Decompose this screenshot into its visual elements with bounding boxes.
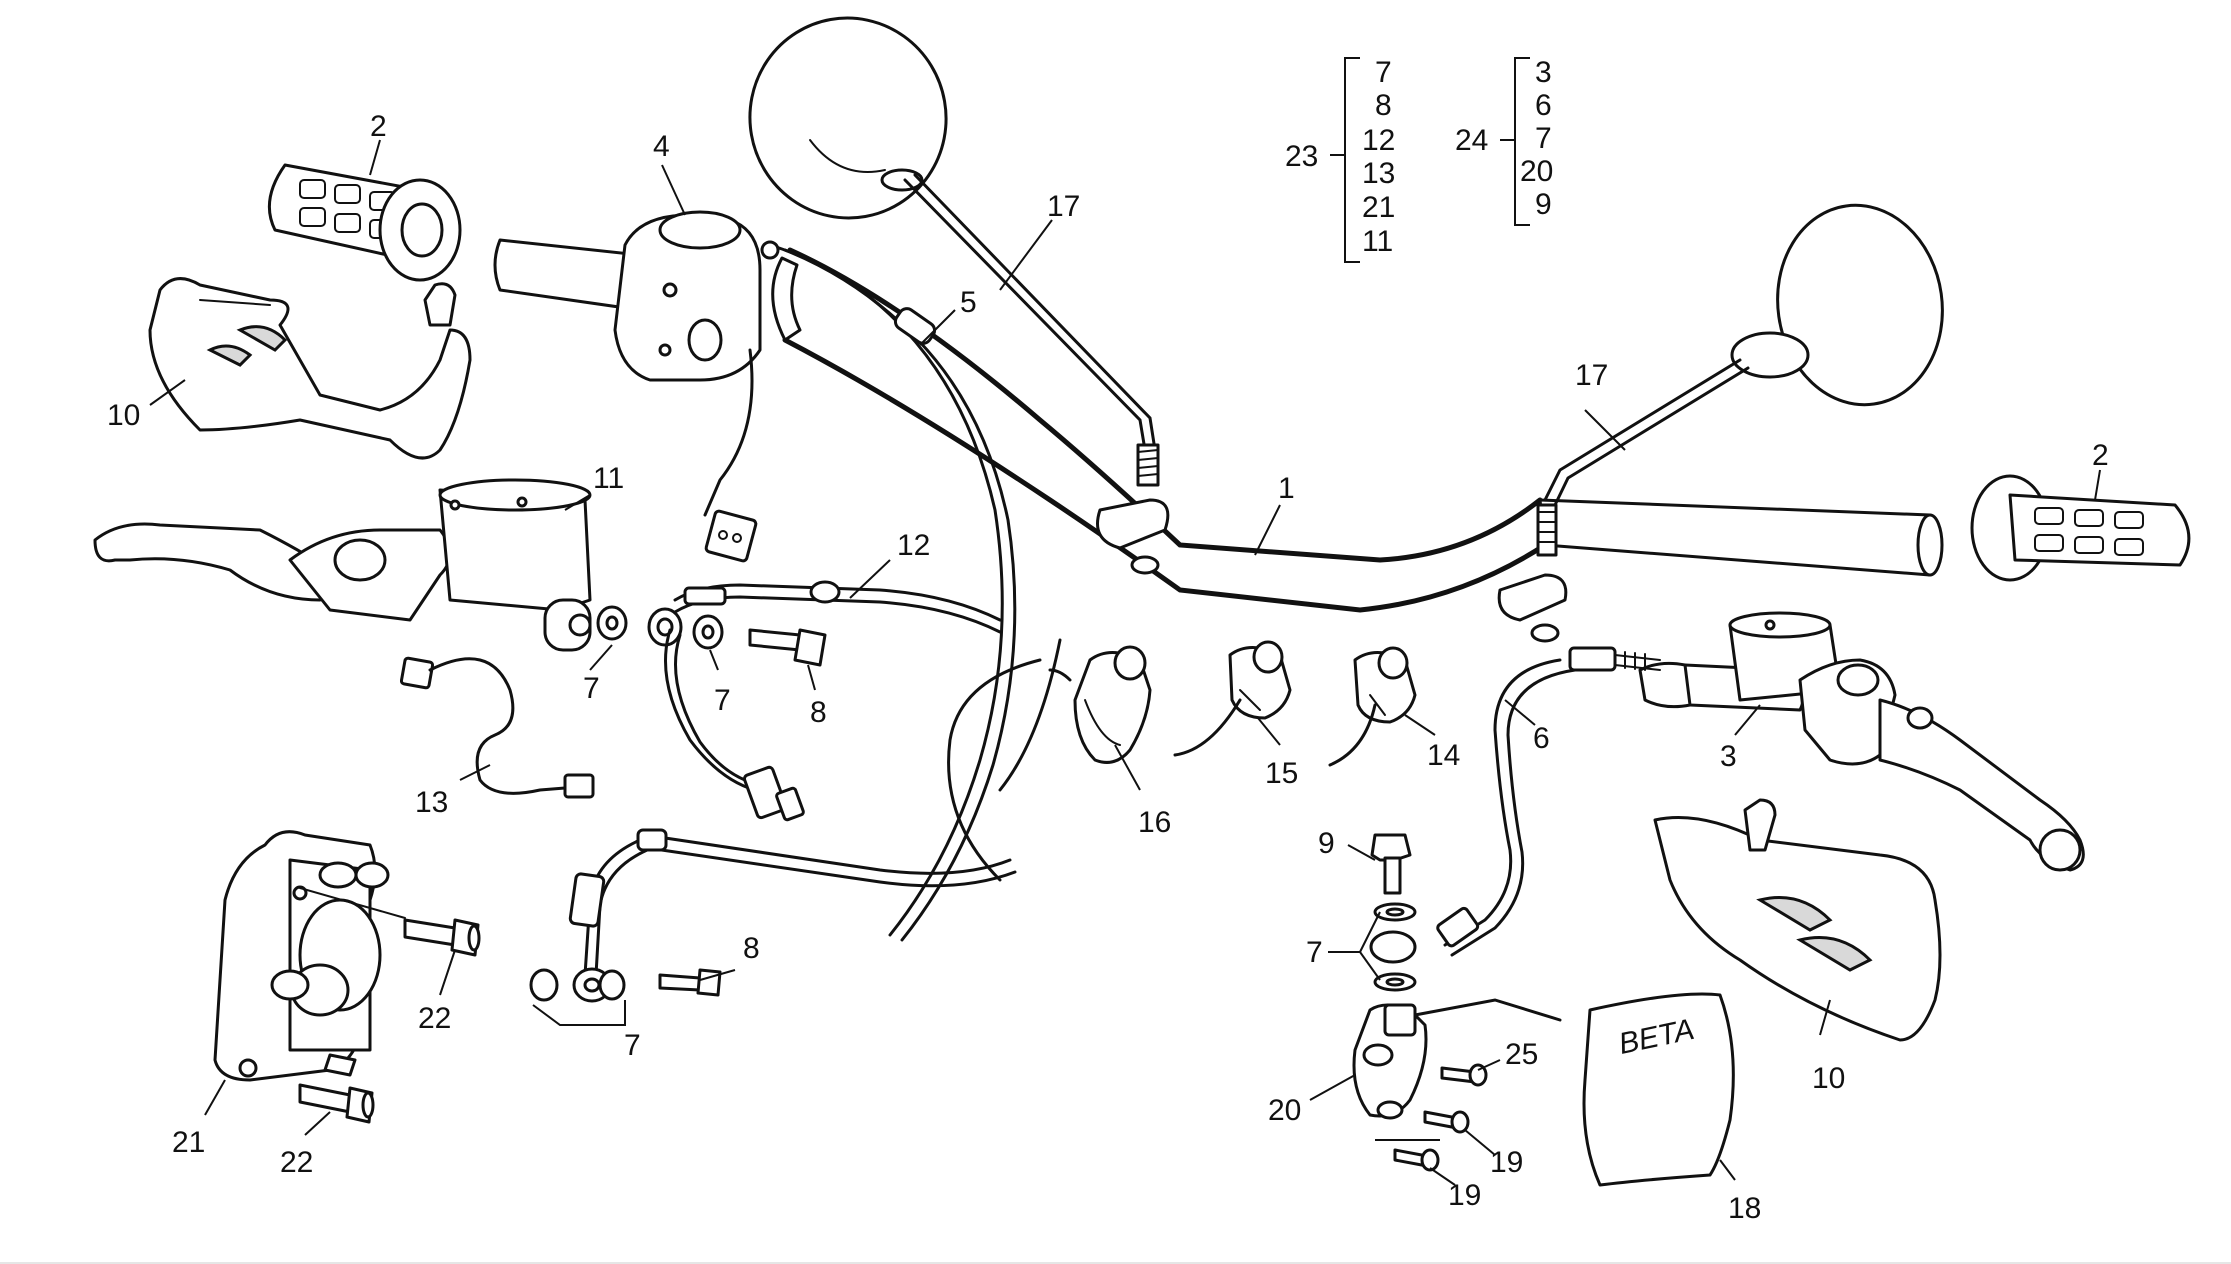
group-24-item: 6	[1535, 89, 1552, 122]
label-8-a: 8	[810, 696, 827, 729]
group-23-item: 7	[1375, 56, 1392, 89]
label-17-left: 17	[1047, 190, 1080, 223]
switch-16	[1048, 645, 1152, 764]
bolt-9-washers	[1328, 833, 1417, 992]
label-19-b: 19	[1448, 1179, 1481, 1212]
label-22-b: 22	[280, 1146, 313, 1179]
banjo-bolt-upper	[748, 628, 827, 667]
group-23-item: 21	[1362, 191, 1395, 224]
part-labels: 1 2 2 3 4 5 6 7 7 7 7 8 8 9 10 10 11 12 …	[107, 110, 2109, 1225]
label-14: 14	[1427, 739, 1460, 772]
label-19-a: 19	[1490, 1146, 1523, 1179]
label-18: 18	[1728, 1192, 1761, 1225]
label-7-a: 7	[583, 672, 600, 705]
label-7-d: 7	[1306, 936, 1323, 969]
front-brake-hose	[664, 580, 1002, 822]
caliper-bolts	[298, 887, 481, 1124]
group-24: 24 3 6 7 20 9	[1455, 56, 1553, 226]
group-24-item: 9	[1535, 188, 1552, 221]
label-10-right: 10	[1812, 1062, 1845, 1095]
front-brake-caliper	[213, 830, 390, 1082]
label-12: 12	[897, 529, 930, 562]
label-13: 13	[415, 786, 448, 819]
grip-right	[1970, 474, 2191, 582]
clutch-switch	[399, 656, 595, 799]
group-23: 23 7 8 12 13 21 11	[1285, 56, 1395, 263]
group-24-item: 7	[1535, 122, 1552, 155]
handlebar	[771, 247, 1944, 613]
throttle-cable	[760, 240, 1017, 942]
label-7-b: 7	[714, 684, 731, 717]
label-21: 21	[172, 1126, 205, 1159]
group-23-label: 23	[1285, 140, 1318, 173]
label-4: 4	[653, 130, 670, 163]
label-16: 16	[1138, 806, 1171, 839]
label-9: 9	[1318, 827, 1335, 860]
throttle-assembly	[493, 210, 762, 563]
label-22-a: 22	[418, 1002, 451, 1035]
handguard-left	[148, 277, 472, 460]
group-23-item: 12	[1362, 124, 1395, 157]
bolts-19-25	[1375, 1063, 1488, 1172]
lower-brake-hose	[529, 828, 1017, 1026]
label-3: 3	[1720, 740, 1737, 773]
reservoir-cover-bag: BETA	[1413, 992, 1735, 1187]
group-23-item: 11	[1362, 225, 1393, 258]
label-17-right: 17	[1575, 359, 1608, 392]
label-15: 15	[1265, 757, 1298, 790]
bottom-rule	[0, 1262, 2231, 1264]
label-20: 20	[1268, 1094, 1301, 1127]
cable-loop	[947, 638, 1062, 882]
switch-15	[1173, 640, 1292, 757]
grip-left	[267, 163, 462, 282]
label-1: 1	[1278, 472, 1295, 505]
label-6: 6	[1533, 722, 1550, 755]
label-2-left: 2	[370, 110, 387, 143]
right-master-cylinder	[1638, 611, 2085, 872]
group-24-label: 24	[1455, 124, 1488, 157]
washer-group-upper	[596, 605, 724, 650]
group-24-item: 3	[1535, 56, 1552, 89]
rear-brake-hose	[1436, 646, 1661, 957]
label-10-left: 10	[107, 399, 140, 432]
label-7-c: 7	[624, 1029, 641, 1062]
leader-lines	[149, 139, 2101, 1186]
label-8-b: 8	[743, 932, 760, 965]
label-5: 5	[960, 286, 977, 319]
mirror-right	[1497, 203, 1944, 643]
label-11: 11	[593, 462, 624, 495]
label-25: 25	[1505, 1038, 1538, 1071]
left-master-cylinder	[93, 478, 592, 652]
switch-14	[1328, 646, 1417, 767]
group-24-item: 20	[1520, 155, 1553, 188]
group-23-item: 8	[1375, 89, 1392, 122]
mirror-left	[748, 16, 1170, 575]
rear-master-cylinder	[1352, 1003, 1428, 1120]
group-23-item: 13	[1362, 157, 1395, 190]
label-2-right: 2	[2092, 439, 2109, 472]
handguard-right	[1653, 798, 1942, 1042]
